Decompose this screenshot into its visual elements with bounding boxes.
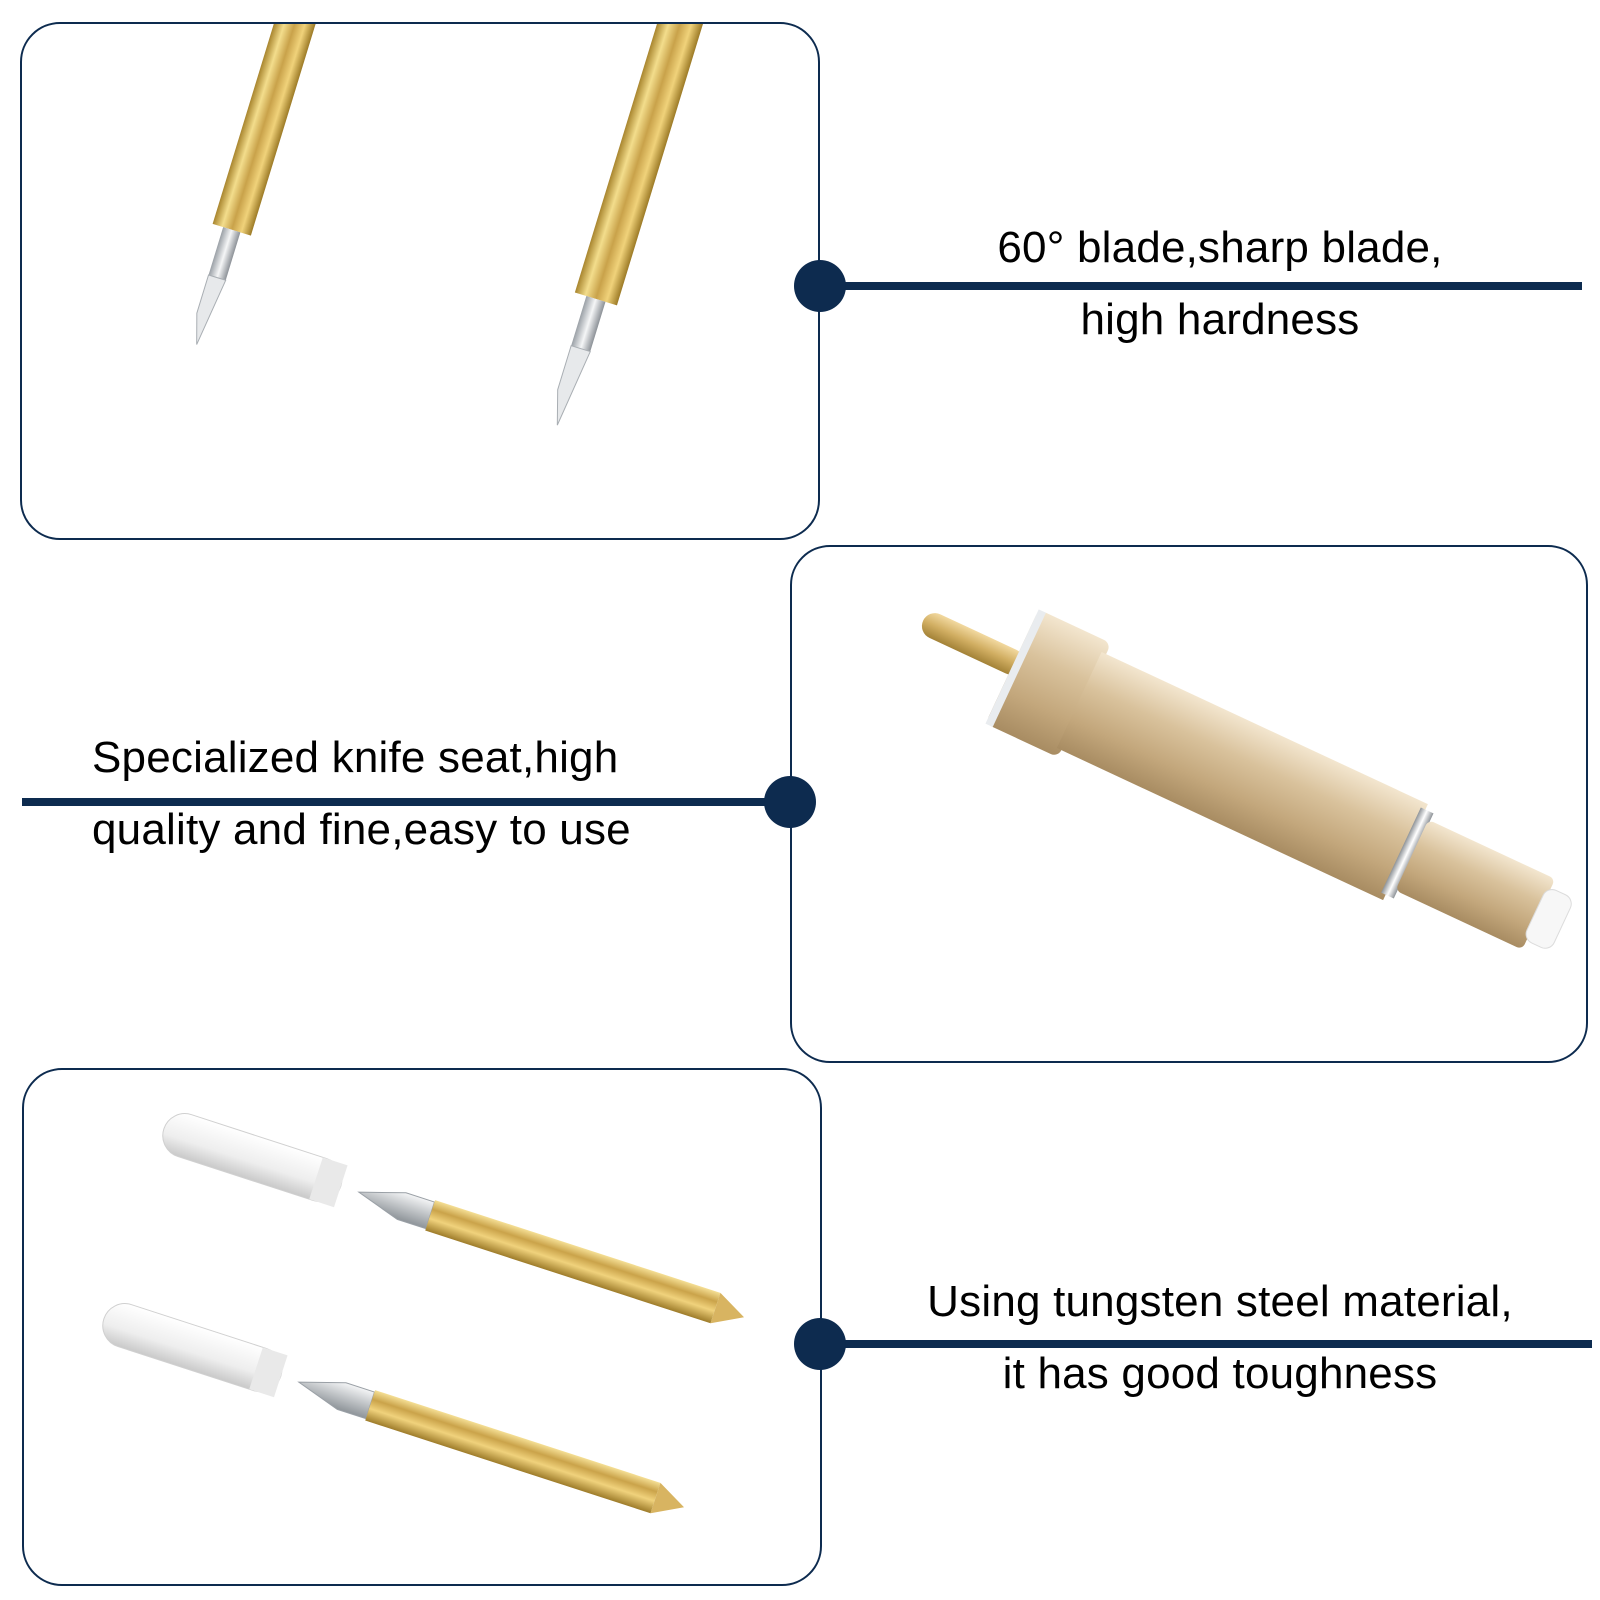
blade-with-caps-image [102,1113,745,1514]
connector-line-1 [822,282,1582,290]
tungsten-blades-image-panel [22,1068,822,1586]
feature-caption-blade: 60° blade,sharp blade, high hardness [870,212,1570,356]
blade-image-panel [20,22,820,540]
caption-line: 60° blade,sharp blade, [997,223,1443,272]
knife-seat-image [921,609,1572,949]
caption-line: high hardness [1080,295,1360,344]
blade-right [556,24,717,426]
caption-line: quality and fine,easy to use [92,805,631,854]
blade-set-lower [102,1303,685,1514]
connector-line-2 [22,798,792,806]
caption-line: it has good toughness [1002,1349,1438,1398]
feature-caption-material: Using tungsten steel material, it has go… [860,1266,1580,1410]
caption-line: Specialized knife seat,high [92,733,619,782]
connector-dot-1 [794,260,846,312]
caption-line: Using tungsten steel material, [927,1277,1513,1326]
connector-dot-2 [764,776,816,828]
knife-seat-image-panel [790,545,1588,1063]
knife-seat-body [921,609,1572,949]
blade-left [196,24,330,345]
blade-set-upper [162,1113,745,1324]
connector-dot-3 [794,1318,846,1370]
cutting-blade-image [196,24,717,426]
connector-line-3 [822,1340,1592,1348]
feature-caption-knife-seat: Specialized knife seat,high quality and … [92,722,752,866]
